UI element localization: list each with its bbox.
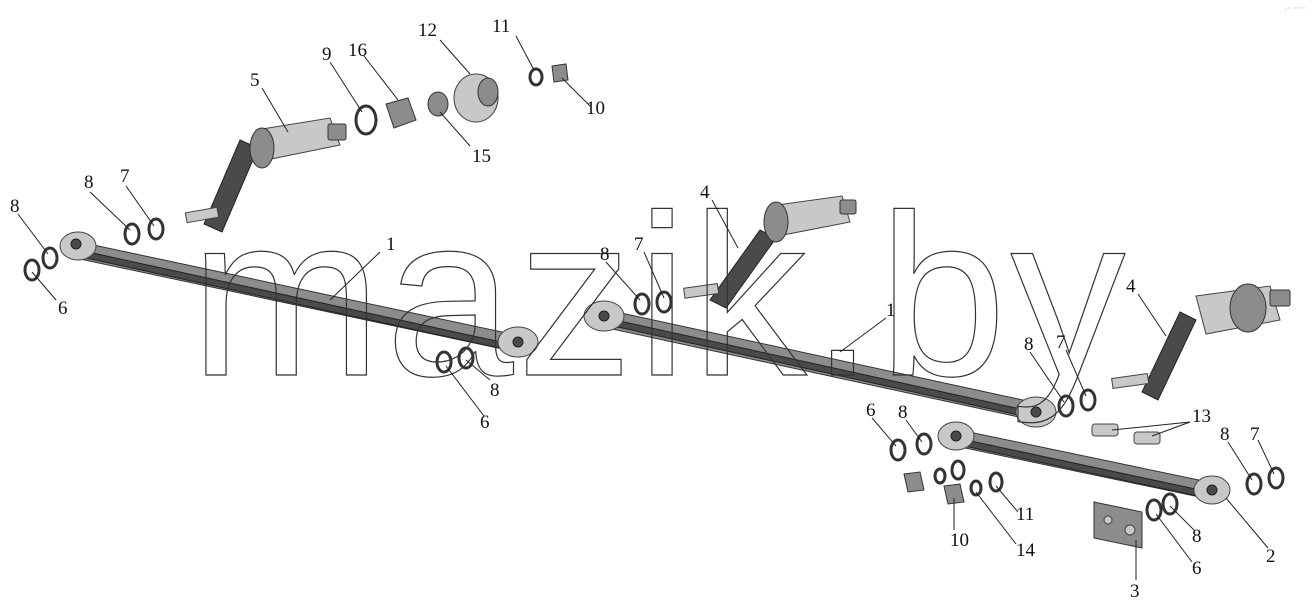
callouts: 1 1 2 3 4 4 5 6 6 6 6 7 7 7 7 8 8 8 8 8 … xyxy=(10,16,1276,602)
callout-15: 15 xyxy=(472,146,491,167)
lever-assembly-5 xyxy=(184,117,347,233)
watermark: mazik.by xyxy=(190,167,1129,424)
callout-8: 8 xyxy=(10,196,20,217)
callout-14: 14 xyxy=(1016,540,1036,561)
top-fittings xyxy=(354,63,569,136)
callout-9: 9 xyxy=(322,44,332,65)
callout-7: 7 xyxy=(1056,332,1066,353)
rod-left xyxy=(59,231,539,358)
parts-layer xyxy=(23,63,1291,549)
callout-8: 8 xyxy=(1192,526,1202,547)
plate-3 xyxy=(1093,501,1143,549)
callout-10: 10 xyxy=(950,530,969,551)
rod-short xyxy=(937,421,1231,505)
callout-13: 13 xyxy=(1192,406,1211,427)
callout-8: 8 xyxy=(898,402,908,423)
callout-1: 1 xyxy=(386,234,396,255)
callout-11: 11 xyxy=(492,16,510,37)
bottom-fittings xyxy=(903,459,1004,505)
callout-8: 8 xyxy=(600,244,610,265)
rod-middle xyxy=(583,300,1057,428)
callout-8: 8 xyxy=(1220,424,1230,445)
callout-12: 12 xyxy=(418,20,437,41)
lever-assembly-4b xyxy=(1111,283,1291,401)
callout-7: 7 xyxy=(634,234,644,255)
callout-6: 6 xyxy=(58,298,68,319)
bolts-13 xyxy=(1091,423,1161,445)
callout-7: 7 xyxy=(120,166,130,187)
callout-8: 8 xyxy=(1024,334,1034,355)
callout-1: 1 xyxy=(886,300,896,321)
callout-11: 11 xyxy=(1016,504,1034,525)
leader-lines xyxy=(17,35,1275,580)
callout-7: 7 xyxy=(1250,424,1260,445)
callout-6: 6 xyxy=(866,400,876,421)
callout-4: 4 xyxy=(700,182,710,203)
callout-6: 6 xyxy=(480,412,490,433)
callout-5: 5 xyxy=(250,70,260,91)
lever-assembly-4a xyxy=(683,195,857,309)
callout-8: 8 xyxy=(490,380,500,401)
callout-6: 6 xyxy=(1192,558,1202,579)
callout-16: 16 xyxy=(348,40,367,61)
corner-mark: ·⁻ ⁻⁻⁻ xyxy=(1284,5,1306,14)
washers xyxy=(23,217,1285,522)
callout-4: 4 xyxy=(1126,276,1136,297)
callout-8: 8 xyxy=(84,172,94,193)
callout-2: 2 xyxy=(1266,546,1276,567)
callout-10: 10 xyxy=(586,98,605,119)
callout-3: 3 xyxy=(1130,581,1140,602)
